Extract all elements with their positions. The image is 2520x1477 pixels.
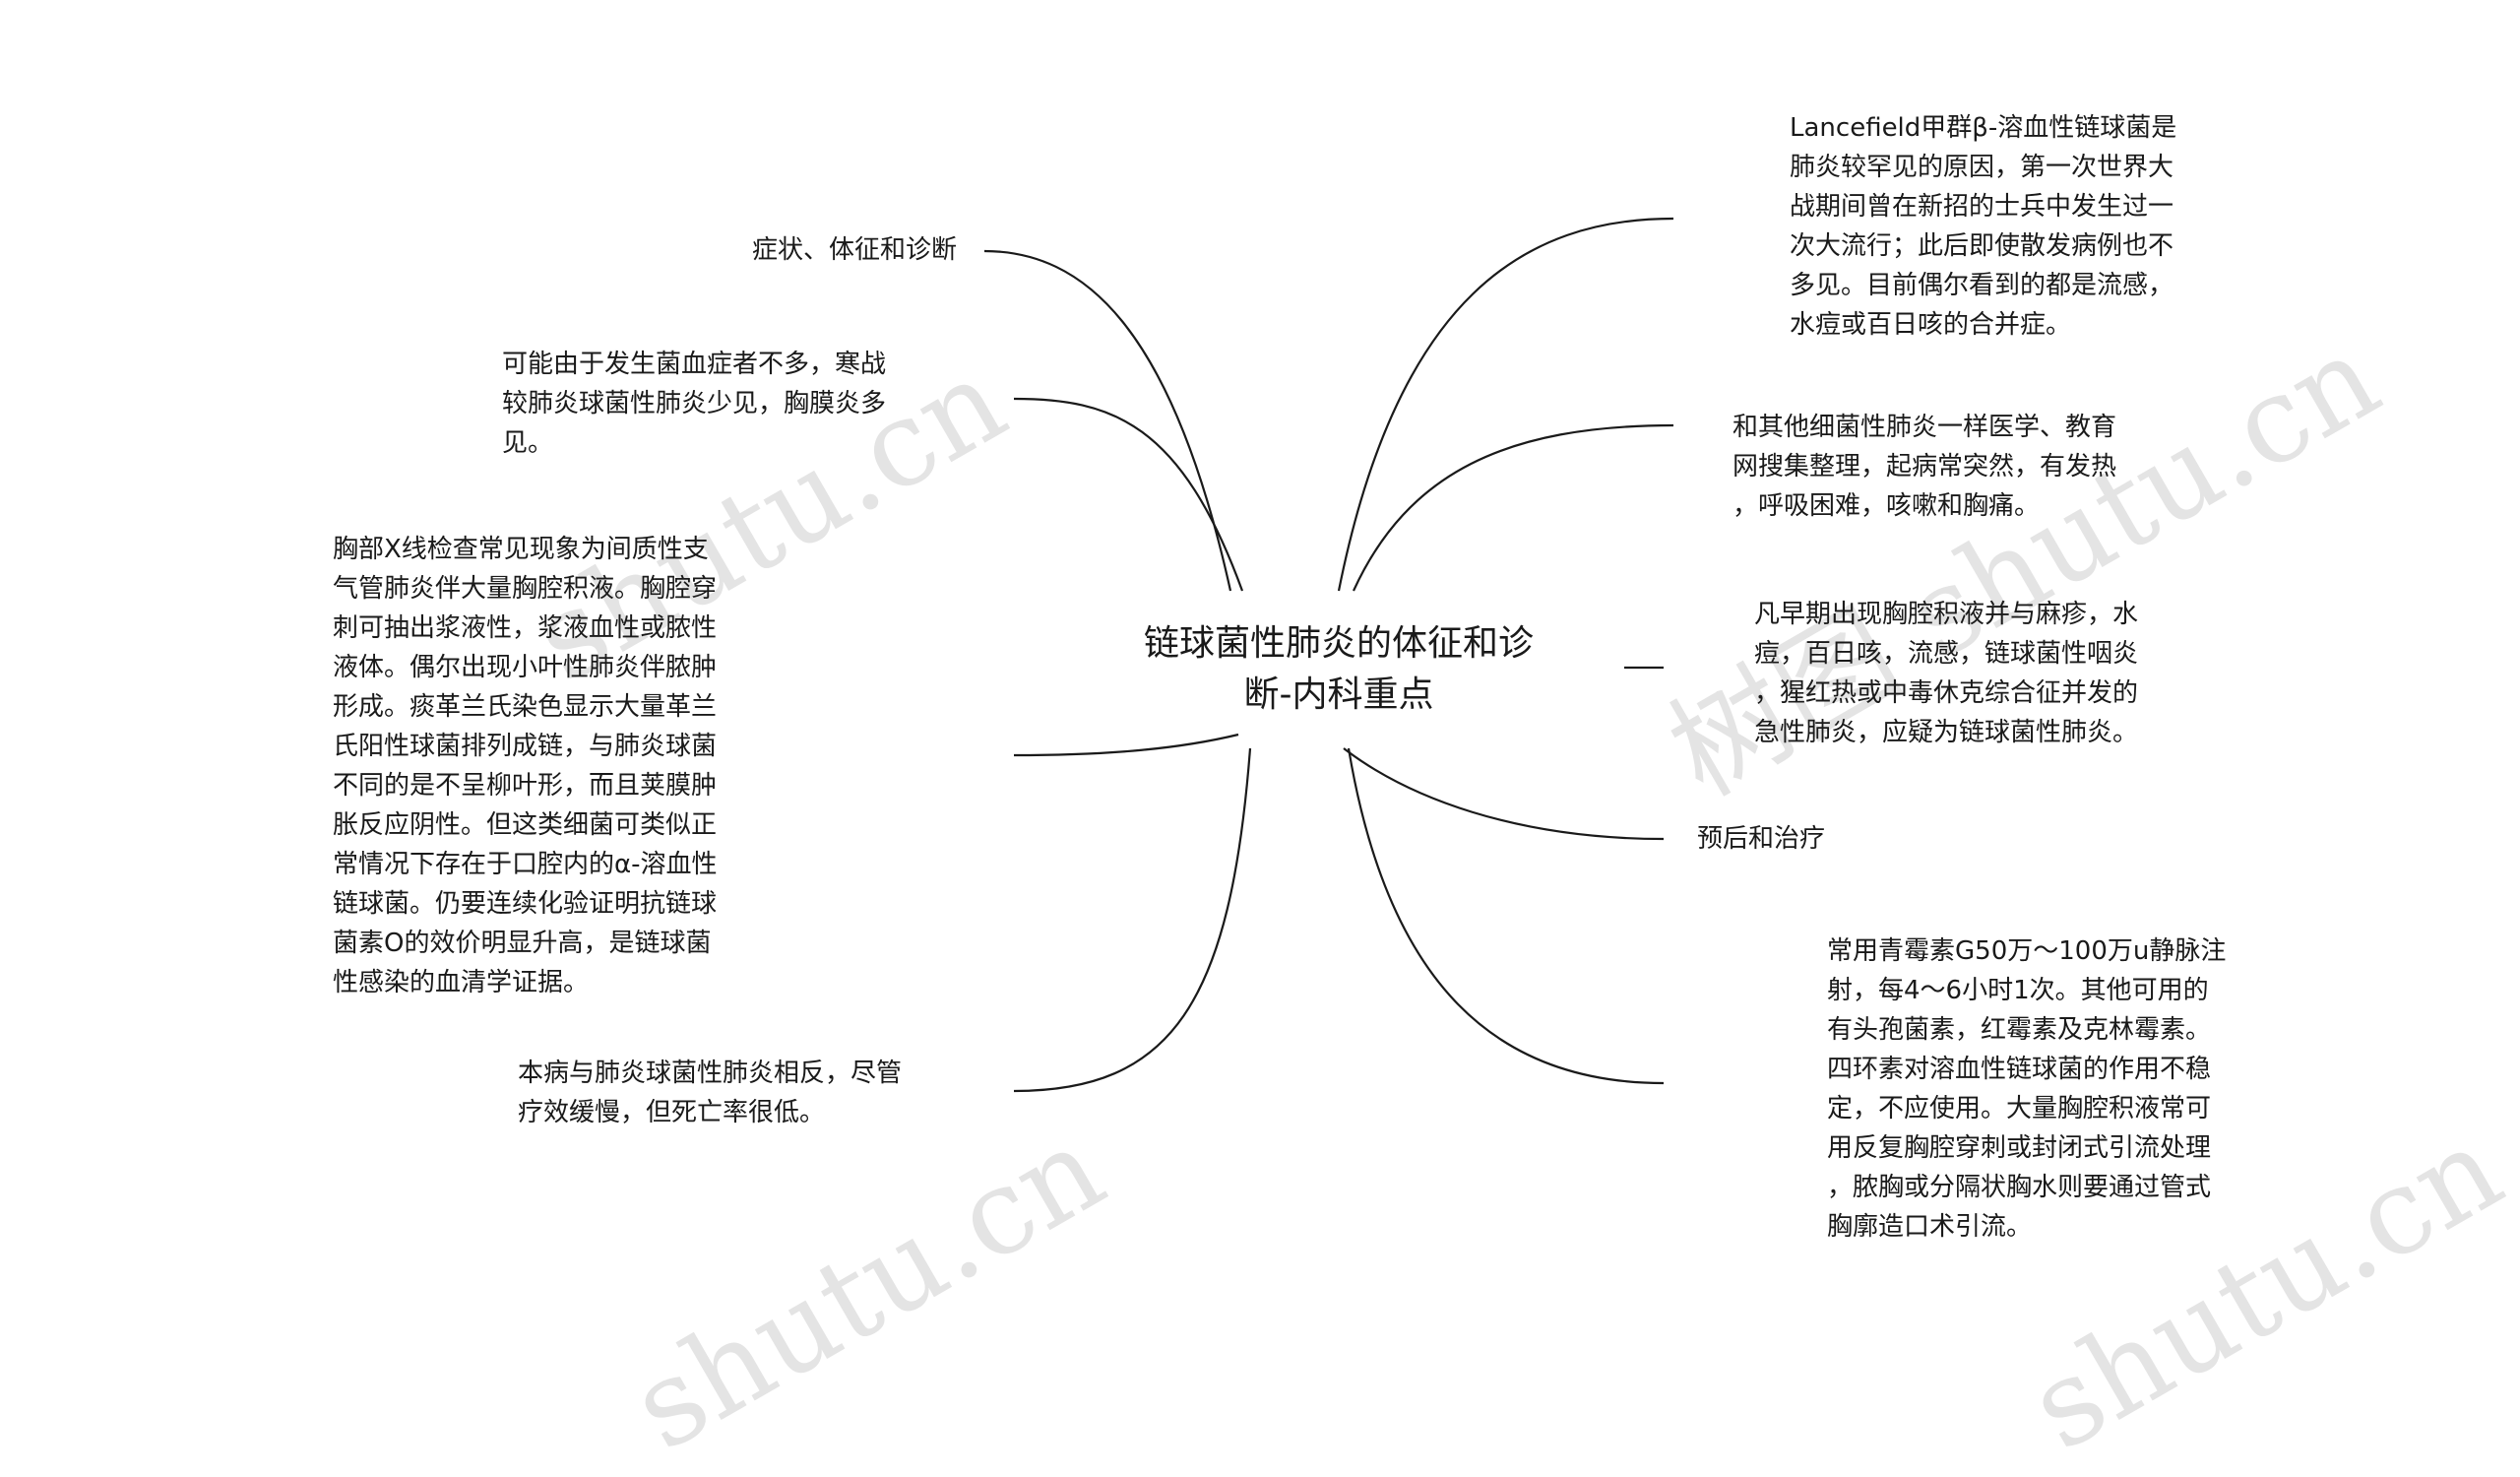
left-node-bacteremia: 可能由于发生菌血症者不多，寒战 较肺炎球菌性肺炎少见，胸膜炎多 见。 bbox=[502, 350, 887, 458]
connector-right-treatment-title bbox=[1343, 747, 1665, 841]
connector-left-xray bbox=[1013, 733, 1239, 757]
connector-right-onset bbox=[1353, 423, 1674, 592]
connector-left-symptoms bbox=[983, 249, 1232, 592]
connector-right-lancefield bbox=[1337, 217, 1674, 592]
mindmap-connectors bbox=[983, 217, 1674, 1093]
right-node-treatment-title: 预后和治疗 bbox=[1697, 824, 1826, 854]
right-node-lancefield: Lancefield甲群β-溶血性链球菌是 肺炎较罕见的原因，第一次世界大 战期… bbox=[1790, 113, 2177, 340]
right-node-onset: 和其他细菌性肺炎一样医学、教育 网搜集整理，起病常突然，有发热 ，呼吸困难，咳嗽… bbox=[1732, 413, 2117, 521]
right-node-diagnosis: 凡早期出现胸腔积液并与麻疹，水 痘，百日咳，流感，链球菌性咽炎 ，猩红热或中毒休… bbox=[1754, 600, 2139, 747]
left-node-prognosis: 本病与肺炎球菌性肺炎相反，尽管 疗效缓慢，但死亡率很低。 bbox=[518, 1059, 903, 1127]
connector-left-prognosis bbox=[1013, 747, 1252, 1093]
left-node-symptoms: 症状、体征和诊断 bbox=[752, 235, 958, 265]
central-topic: 链球菌性肺炎的体征和诊 断-内科重点 bbox=[1143, 623, 1534, 715]
right-node-treatment: 常用青霉素G50万～100万u静脉注 射，每4～6小时1次。其他可用的 有头孢菌… bbox=[1827, 936, 2227, 1242]
connector-right-treatment bbox=[1347, 747, 1665, 1085]
connector-left-bacteremia bbox=[1013, 397, 1244, 592]
left-node-xray: 胸部X线检查常见现象为间质性支 气管肺炎伴大量胸腔积液。胸腔穿 刺可抽出浆液性，… bbox=[333, 535, 718, 997]
